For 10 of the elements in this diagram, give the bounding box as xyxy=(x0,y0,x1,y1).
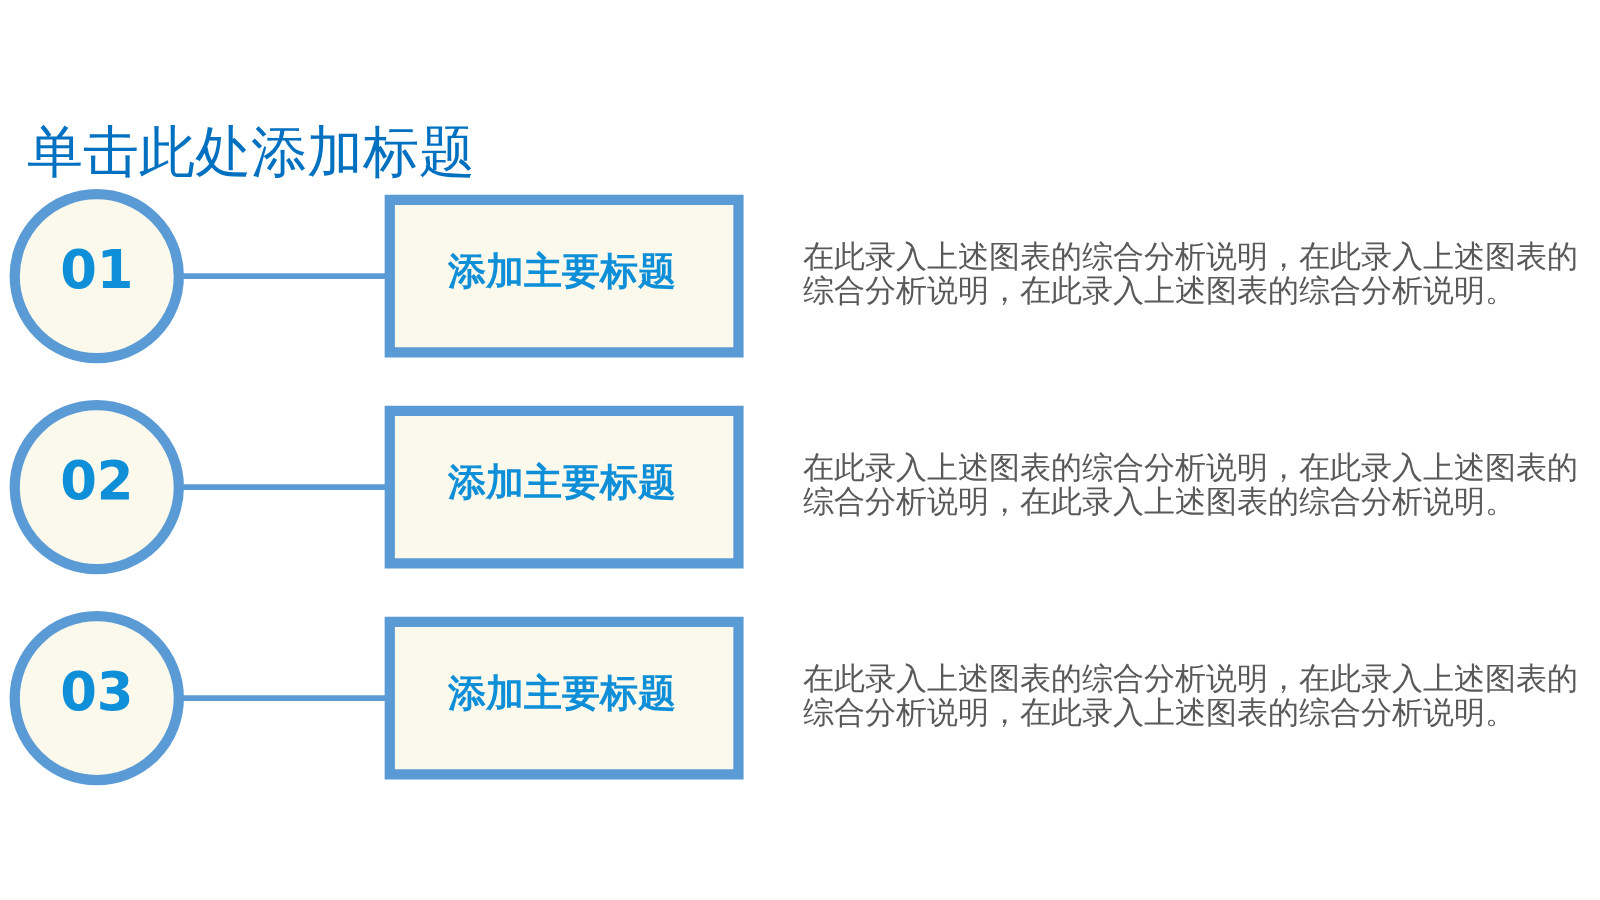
node-circle: 01 xyxy=(9,188,184,363)
node-box: 添加主要标题 xyxy=(384,405,744,568)
node-circle: 03 xyxy=(9,610,184,785)
node-label: 在此录入上述图表的综合分析说明，在此录入上述图表的综合分析说明，在此录入上述图表的综合分析说明。 xyxy=(802,448,1578,519)
node-box: 添加主要标题 xyxy=(384,616,744,779)
node-circle: 02 xyxy=(9,399,184,574)
node-label: 在此录入上述图表的综合分析说明，在此录入上述图表的综合分析说明，在此录入上述图表的综合分析说明。 xyxy=(802,237,1578,308)
node-label: 在此录入上述图表的综合分析说明，在此录入上述图表的综合分析说明，在此录入上述图表的综合分析说明。 xyxy=(802,659,1578,730)
diagram-title: 单击此处添加标题 xyxy=(27,118,476,184)
node-box: 添加主要标题 xyxy=(384,194,744,357)
